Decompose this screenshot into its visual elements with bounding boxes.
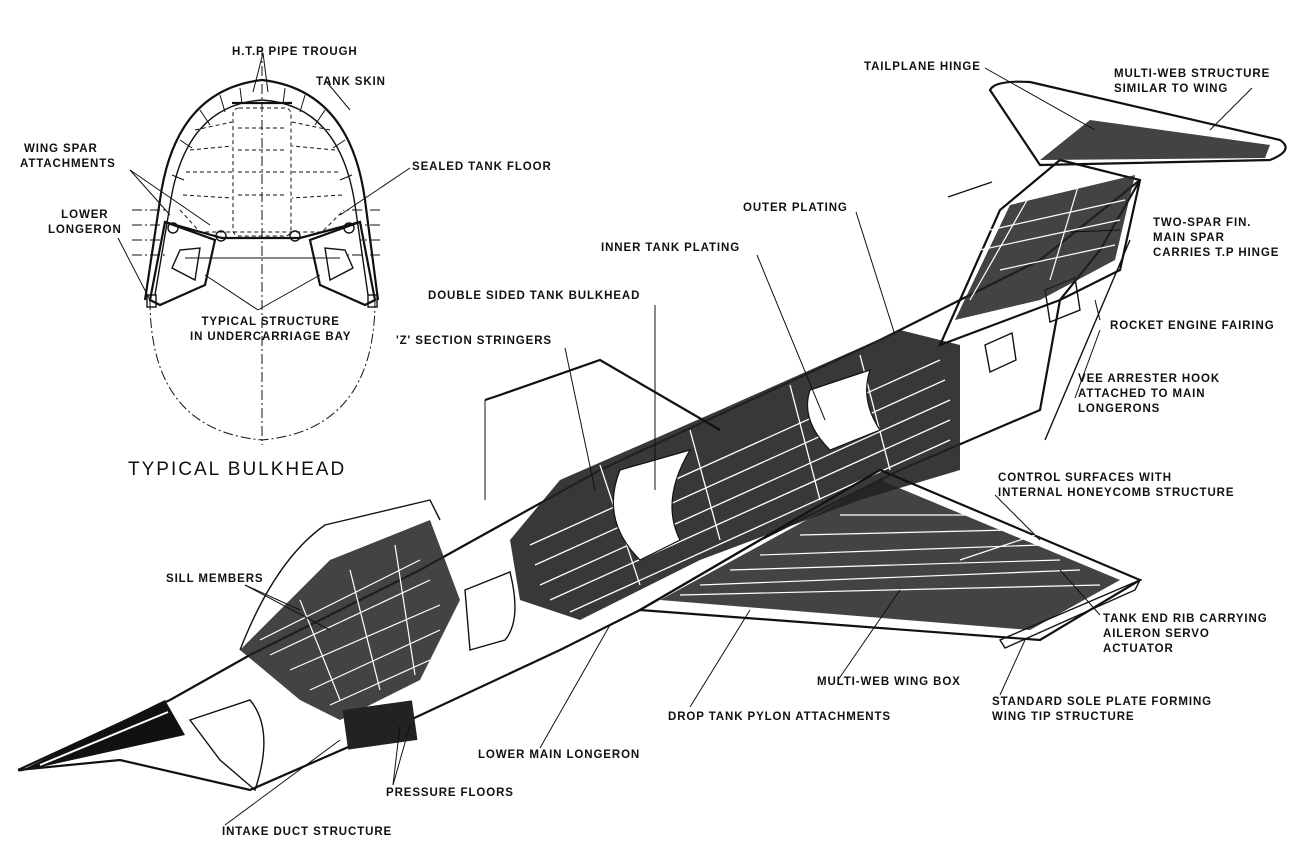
label-line: LOWER <box>61 209 109 221</box>
tank-cut-window <box>612 449 692 561</box>
tank-skin-inner <box>154 99 369 296</box>
tank-stringers <box>529 354 951 613</box>
fin-structure <box>955 175 1135 320</box>
label-sill-members: SILL MEMBERS <box>166 573 264 585</box>
nose-cone <box>18 700 185 772</box>
label-vee-arrester-hook: VEE ARRESTER HOOK ATTACHED TO MAIN LONGE… <box>1078 372 1220 417</box>
label-multi-web-wing-box: MULTI-WEB WING BOX <box>817 676 961 688</box>
skin-frames <box>171 87 353 181</box>
label-double-sided-tank-bulkhead: DOUBLE SIDED TANK BULKHEAD <box>428 290 641 302</box>
fin <box>937 158 1142 347</box>
label-line: MULTI-WEB STRUCTURE <box>1114 68 1271 80</box>
undercarriage-structure <box>146 220 378 308</box>
label-standard-sole-plate: STANDARD SOLE PLATE FORMING WING TIP STR… <box>992 695 1212 725</box>
tailplane <box>988 80 1287 167</box>
label-line: MAIN SPAR <box>1153 232 1225 244</box>
side-window <box>464 571 516 651</box>
label-line: VEE ARRESTER HOOK <box>1078 373 1221 385</box>
label-rocket-engine-fairing: ROCKET ENGINE FAIRING <box>1110 320 1275 332</box>
aircraft-cutaway <box>17 80 1287 792</box>
label-multi-web-structure: MULTI-WEB STRUCTURE SIMILAR TO WING <box>1114 67 1270 97</box>
label-line: STANDARD SOLE PLATE FORMING <box>992 696 1213 708</box>
label-control-surfaces: CONTROL SURFACES WITH INTERNAL HONEYCOMB… <box>998 471 1234 501</box>
label-intake-duct-structure: INTAKE DUCT STRUCTURE <box>222 826 393 838</box>
rear-panel <box>984 331 1017 374</box>
typical-bulkhead-inset <box>117 48 411 445</box>
label-sealed-tank-floor: SEALED TANK FLOOR <box>412 161 552 173</box>
arrester-hook <box>1044 239 1131 441</box>
label-typical-structure: TYPICAL STRUCTURE IN UNDERCARRIAGE BAY <box>190 315 351 345</box>
label-line: ACTUATOR <box>1103 643 1174 655</box>
label-line: TWO-SPAR FIN. <box>1153 217 1252 229</box>
label-line: CONTROL SURFACES WITH <box>998 472 1172 484</box>
tank-skin-outer <box>143 78 380 301</box>
label-two-spar-fin: TWO-SPAR FIN. MAIN SPAR CARRIES T.P HING… <box>1153 216 1279 261</box>
inset-leader-lines <box>117 52 411 311</box>
label-line: TANK END RIB CARRYING <box>1103 613 1268 625</box>
label-tank-skin: TANK SKIN <box>316 76 386 88</box>
label-line: WING SPAR <box>24 143 98 155</box>
label-lower-longeron: LOWER LONGERON <box>48 208 122 238</box>
label-line: IN UNDERCARRIAGE BAY <box>190 331 352 343</box>
label-line: ATTACHMENTS <box>20 158 116 170</box>
label-z-section-stringers: 'Z' SECTION STRINGERS <box>396 335 552 347</box>
inner-tank-panels <box>179 107 345 237</box>
label-line: ATTACHED TO MAIN <box>1078 388 1206 400</box>
wing-webs <box>679 514 1101 596</box>
tank-cut-window-2 <box>806 369 881 451</box>
intake-lip <box>188 699 265 792</box>
label-tank-end-rib: TANK END RIB CARRYING AILERON SERVO ACTU… <box>1103 612 1268 657</box>
canopy <box>239 499 441 651</box>
label-lower-main-longeron: LOWER MAIN LONGERON <box>478 749 641 761</box>
leader-lines <box>224 67 1253 826</box>
label-htp-pipe-trough: H.T.P PIPE TROUGH <box>232 46 358 58</box>
label-tailplane-hinge: TAILPLANE HINGE <box>864 61 981 73</box>
wing-stubs <box>132 209 380 256</box>
fin-spars <box>969 179 1126 301</box>
label-line: TYPICAL STRUCTURE <box>201 316 340 328</box>
label-line: SIMILAR TO WING <box>1114 83 1229 95</box>
sealed-tank-floor <box>164 220 361 240</box>
label-line: CARRIES T.P HINGE <box>1153 247 1280 259</box>
label-line: AILERON SERVO <box>1103 628 1210 640</box>
label-outer-plating: OUTER PLATING <box>743 202 848 214</box>
label-inner-tank-plating: INNER TANK PLATING <box>601 242 741 254</box>
cockpit-frames <box>259 544 441 706</box>
inset-title: TYPICAL BULKHEAD <box>128 459 347 480</box>
wing-tip-sole-plate <box>998 578 1142 649</box>
label-line: LONGERON <box>48 224 122 236</box>
cockpit-structure <box>240 520 460 720</box>
tailplane-structure <box>1040 120 1270 160</box>
fin-fillet <box>947 181 993 198</box>
label-pressure-floors: PRESSURE FLOORS <box>386 787 514 799</box>
label-wing-spar-attachments: WING SPAR ATTACHMENTS <box>20 142 116 172</box>
far-wing <box>484 358 721 431</box>
label-line: INTERNAL HONEYCOMB STRUCTURE <box>998 487 1235 499</box>
label-line: WING TIP STRUCTURE <box>992 711 1135 723</box>
label-drop-tank-pylon: DROP TANK PYLON ATTACHMENTS <box>668 711 891 723</box>
label-line: LONGERONS <box>1078 403 1161 415</box>
